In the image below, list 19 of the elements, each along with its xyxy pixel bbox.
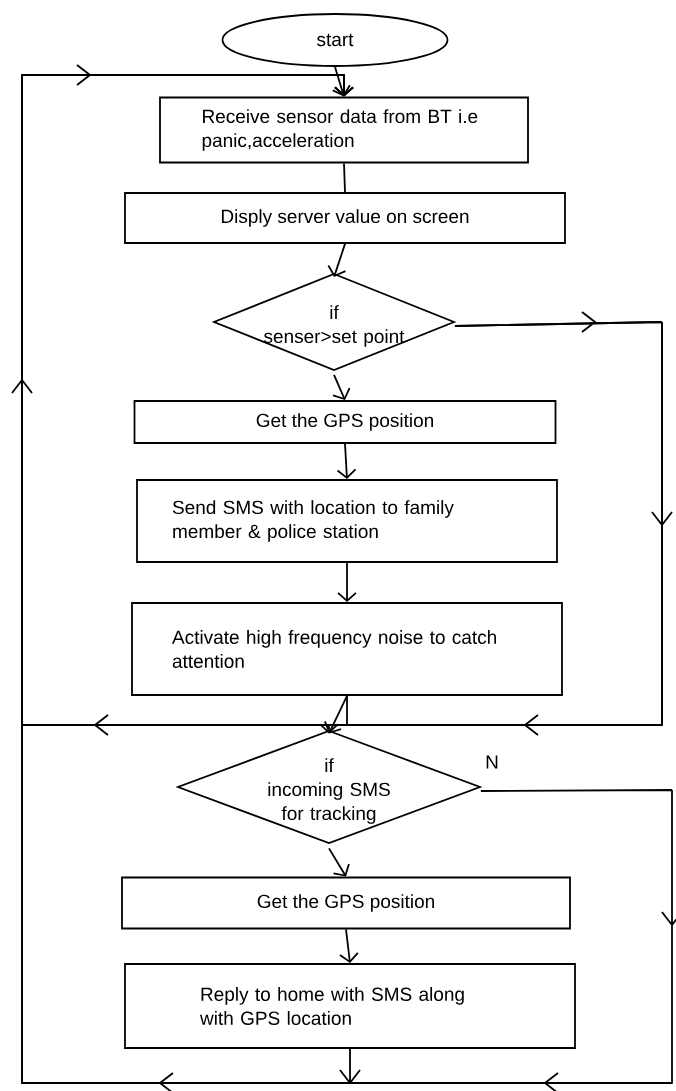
arrow xyxy=(328,847,350,877)
arrow xyxy=(332,374,351,401)
process-box: Get the GPS position xyxy=(133,400,557,444)
arrow xyxy=(319,311,673,736)
edge-label: N xyxy=(484,754,500,770)
process-box: Disply server value on screen xyxy=(124,192,566,244)
arrow xyxy=(331,66,351,97)
start-oval: start xyxy=(221,13,449,67)
process-box: Receive sensor data from BT i.e panic,acceleration xyxy=(159,96,529,164)
arrow xyxy=(21,74,361,1084)
arrow xyxy=(336,443,357,480)
arrow xyxy=(337,562,357,603)
arrow xyxy=(323,695,348,734)
process-box: Get the GPS position xyxy=(121,876,571,930)
process-box: Reply to home with SMS along with GPS location xyxy=(124,963,576,1049)
arrow xyxy=(327,243,347,278)
arrow xyxy=(339,928,359,964)
process-box: Send SMS with location to family member & police station xyxy=(136,479,558,563)
process-box: Activate high frequency noise to catch attention xyxy=(131,602,563,696)
